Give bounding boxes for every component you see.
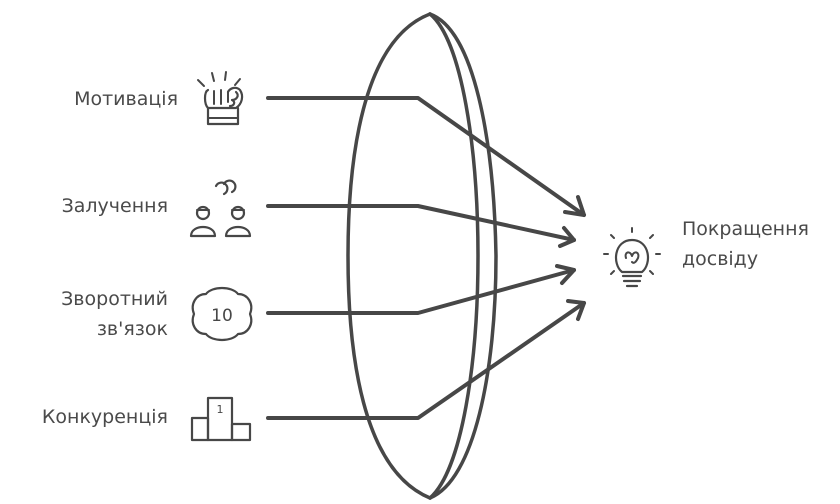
arrow-competition	[266, 301, 586, 420]
arrowhead-motivation	[563, 195, 586, 217]
output-label-line2: досвіду	[682, 248, 759, 270]
arrowhead-feedback	[555, 264, 576, 285]
raised-fist-icon	[197, 71, 244, 126]
podium-rank: 1	[217, 403, 224, 416]
arrows	[266, 96, 586, 420]
label-competition: Конкуренція	[41, 406, 168, 428]
arrow-engagement	[266, 204, 576, 242]
arrowhead-competition	[566, 299, 586, 321]
lens-icon	[346, 12, 498, 500]
people-link-icon	[189, 179, 252, 238]
arrowhead-engagement	[558, 226, 576, 248]
output-label-line1: Покращення	[682, 218, 809, 240]
rating-10-badge-icon: 10	[191, 286, 253, 342]
label-feedback-line1: Зворотний	[61, 288, 168, 310]
lightbulb-icon	[603, 227, 661, 288]
label-engagement: Залучення	[61, 195, 168, 217]
podium-icon: 1	[190, 396, 252, 442]
label-motivation: Мотивація	[74, 88, 178, 110]
label-feedback-line2: зв'язок	[96, 318, 168, 340]
arrow-motivation	[266, 96, 586, 217]
arrow-feedback	[266, 268, 576, 315]
rating-value: 10	[211, 306, 233, 326]
